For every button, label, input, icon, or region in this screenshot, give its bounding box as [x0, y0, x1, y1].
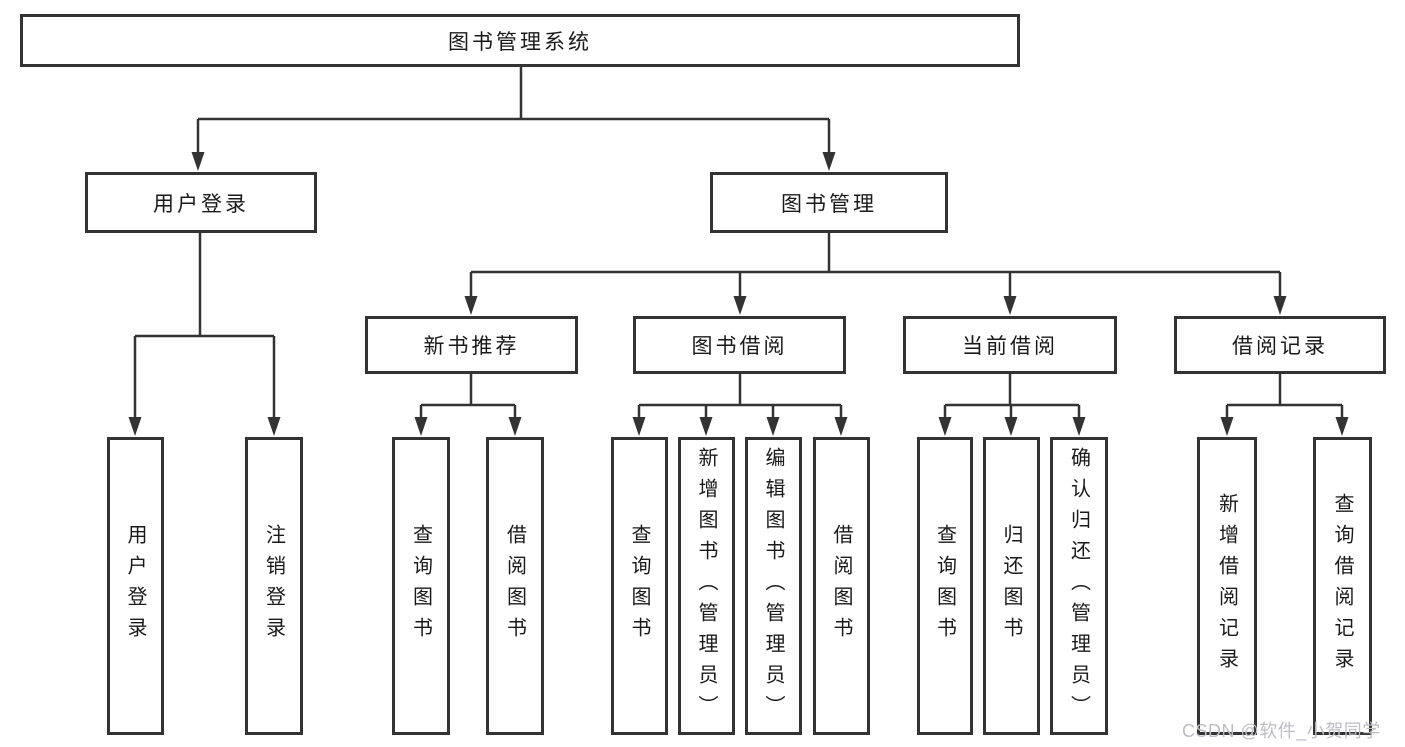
node-current-borrow: 当前借阅 — [903, 316, 1117, 374]
leaf-return-book: 归还图书 — [983, 437, 1040, 735]
node-borrow-records: 借阅记录 — [1174, 316, 1386, 374]
node-user-login: 用户登录 — [85, 172, 317, 233]
leaf-query-book-current: 查询图书 — [917, 437, 973, 735]
arrowheads — [128, 152, 1349, 436]
node-new-book-recommend: 新书推荐 — [365, 316, 578, 374]
leaf-confirm-return-admin: 确认归还（管理员） — [1050, 437, 1108, 735]
leaf-borrow-book-recommend: 借阅图书 — [486, 437, 544, 735]
watermark: CSDN @软件_小贺同学 — [1182, 721, 1381, 741]
leaf-add-borrow-record: 新增借阅记录 — [1197, 437, 1257, 735]
node-root: 图书管理系统 — [20, 14, 1020, 67]
leaf-logout: 注销登录 — [245, 437, 303, 735]
leaf-query-borrow-record: 查询借阅记录 — [1313, 437, 1372, 735]
leaf-add-book-admin: 新增图书（管理员） — [678, 437, 735, 735]
leaf-borrow-book: 借阅图书 — [813, 437, 870, 735]
leaf-query-book-recommend: 查询图书 — [392, 437, 450, 735]
leaf-edit-book-admin: 编辑图书（管理员） — [745, 437, 802, 735]
node-book-borrow: 图书借阅 — [633, 316, 846, 374]
leaf-user-login: 用户登录 — [107, 437, 164, 735]
node-book-management: 图书管理 — [710, 172, 948, 233]
leaf-query-book-borrow: 查询图书 — [611, 437, 668, 735]
